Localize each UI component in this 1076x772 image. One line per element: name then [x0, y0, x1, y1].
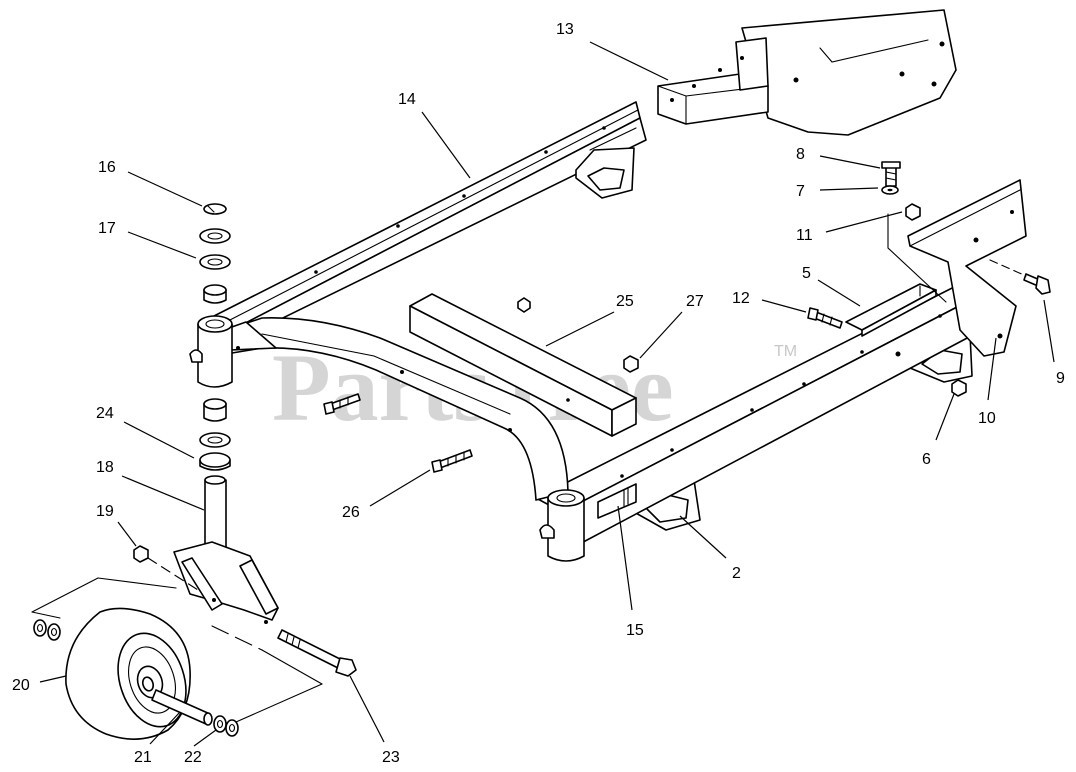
part-11-nut — [887, 203, 947, 303]
leader-lines — [39, 41, 1055, 747]
part-7-washer — [881, 185, 899, 195]
part-20-wheel — [65, 607, 191, 740]
callout-18: 18 — [96, 459, 114, 476]
part-8-bolt — [881, 161, 901, 187]
callout-5: 5 — [802, 265, 811, 282]
callout-15: 15 — [626, 622, 644, 639]
spindle-housing-right — [539, 489, 585, 562]
callout-11: 11 — [796, 227, 813, 244]
callout-10: 10 — [978, 410, 996, 427]
part-5-latch-plate — [845, 283, 937, 337]
callout-26: 26 — [342, 504, 360, 521]
callout-9: 9 — [1056, 370, 1065, 387]
callout-16: 16 — [98, 159, 116, 176]
callout-19: 19 — [96, 503, 114, 520]
part-16-retaining-ring — [203, 203, 227, 215]
part-19-nut — [133, 545, 149, 563]
callout-23: 23 — [382, 749, 400, 766]
callout-13: 13 — [556, 21, 574, 38]
callout-20: 20 — [12, 677, 30, 694]
callout-numbers: 13 14 16 17 8 7 11 5 12 25 27 9 10 6 24 … — [12, 21, 1065, 766]
part-17-bearing-middle — [199, 254, 231, 270]
part-2-hitch-bracket-rear — [575, 147, 635, 199]
callout-6: 6 — [922, 451, 931, 468]
part-26-bolt-upper — [323, 393, 361, 415]
part-21-axle-spacer — [151, 689, 213, 726]
part-15-decal — [597, 483, 637, 519]
part-13-mounting-bracket — [657, 9, 957, 136]
part-12-bolt — [807, 307, 843, 329]
callout-14: 14 — [398, 91, 416, 108]
callout-2: 2 — [732, 565, 741, 582]
part-25-cross-tube — [409, 293, 637, 437]
watermark-trademark: TM — [774, 343, 797, 360]
part-10-side-plate — [907, 179, 1027, 357]
callout-24: 24 — [96, 405, 114, 422]
callout-7: 7 — [796, 183, 805, 200]
callout-21: 21 — [134, 749, 152, 766]
part-23-axle-bolt — [277, 629, 357, 677]
part-18-caster-fork — [173, 475, 279, 624]
part-22-washers-right — [213, 715, 239, 737]
callout-12: 12 — [732, 290, 750, 307]
part-22-washers-left — [33, 619, 61, 641]
callout-27: 27 — [686, 293, 704, 310]
callout-17: 17 — [98, 220, 116, 237]
part-17-bearing-upper — [199, 228, 231, 244]
spindle-housing-left — [189, 315, 233, 388]
part-6-nut — [951, 379, 967, 397]
part-14-side-rail — [213, 101, 647, 337]
part-27-nut — [517, 297, 639, 373]
part-9-bolt — [989, 259, 1051, 295]
part-26-bolt-lower — [431, 449, 473, 473]
part-17-bushing — [203, 284, 227, 304]
part-24-bearings — [199, 398, 231, 471]
callout-8: 8 — [796, 146, 805, 163]
axle-center-lines — [31, 557, 323, 723]
callout-22: 22 — [184, 749, 202, 766]
callout-25: 25 — [616, 293, 634, 310]
